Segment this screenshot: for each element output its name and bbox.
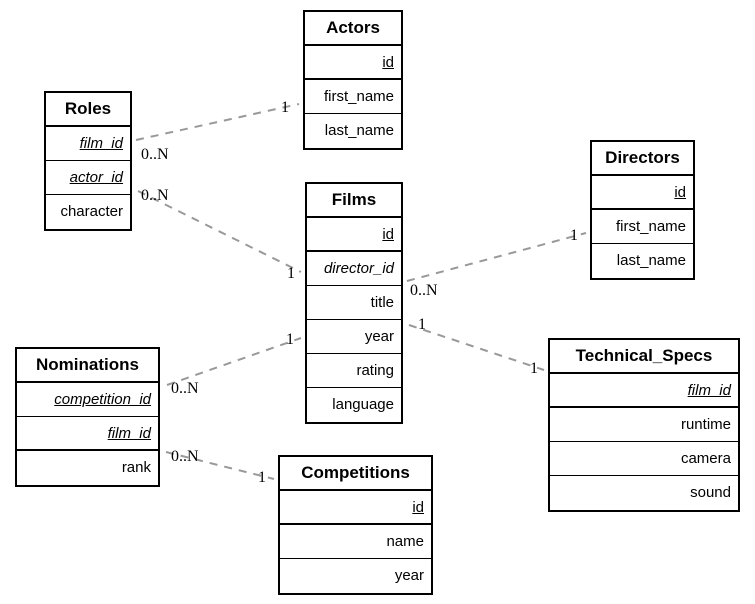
attribute-label: actor_id xyxy=(69,169,123,186)
cardinality-label-films-technical-specs-from: 1 xyxy=(418,316,426,333)
relationship-line-films-directors xyxy=(406,232,587,282)
entity-title-films: Films xyxy=(307,184,401,218)
attribute-label: last_name xyxy=(616,252,686,269)
attribute-label: rating xyxy=(356,362,394,379)
attribute-label: last_name xyxy=(324,122,394,139)
cardinality-label-roles-actors-to: 1 xyxy=(281,99,289,116)
attribute-label: sound xyxy=(690,484,731,501)
attribute-row[interactable]: runtime xyxy=(550,408,738,442)
attribute-label: first_name xyxy=(323,88,394,105)
attribute-row[interactable]: sound xyxy=(550,476,738,510)
attribute-label: film_id xyxy=(687,382,731,399)
attribute-row[interactable]: id xyxy=(280,491,431,525)
entity-competitions[interactable]: Competitions id name year xyxy=(278,455,433,595)
attribute-row[interactable]: last_name xyxy=(305,114,401,148)
attribute-row[interactable]: title xyxy=(307,286,401,320)
attribute-label: director_id xyxy=(323,260,394,277)
entity-title-roles: Roles xyxy=(46,93,130,127)
attribute-label: year xyxy=(364,328,394,345)
attribute-row[interactable]: year xyxy=(280,559,431,593)
attribute-row[interactable]: character xyxy=(46,195,130,229)
attribute-row[interactable]: first_name xyxy=(592,210,693,244)
attribute-row[interactable]: name xyxy=(280,525,431,559)
attribute-row[interactable]: competition_id xyxy=(17,383,158,417)
attribute-label: id xyxy=(382,54,394,71)
cardinality-label-roles-films-to: 1 xyxy=(287,265,295,282)
attribute-label: film_id xyxy=(107,425,151,442)
cardinality-label-nominations-films-from: 0..N xyxy=(171,380,199,397)
entity-directors[interactable]: Directors id first_name last_name xyxy=(590,140,695,280)
relationship-line-nominations-films xyxy=(166,337,302,386)
entity-title-nominations: Nominations xyxy=(17,349,158,383)
entity-title-competitions: Competitions xyxy=(280,457,431,491)
attribute-row[interactable]: camera xyxy=(550,442,738,476)
attribute-label: first_name xyxy=(615,218,686,235)
attribute-row[interactable]: id xyxy=(305,46,401,80)
cardinality-label-films-technical-specs-to: 1 xyxy=(530,360,538,377)
attribute-label: year xyxy=(394,567,424,584)
cardinality-label-films-directors-from: 0..N xyxy=(410,282,438,299)
attribute-label: competition_id xyxy=(54,391,151,408)
attribute-row[interactable]: director_id xyxy=(307,252,401,286)
cardinality-label-roles-actors-from: 0..N xyxy=(141,146,169,163)
attribute-row[interactable]: rank xyxy=(17,451,158,485)
entity-title-technical_specs: Technical_Specs xyxy=(550,340,738,374)
attribute-label: character xyxy=(60,203,123,220)
attribute-label: title xyxy=(370,294,394,311)
attribute-row[interactable]: actor_id xyxy=(46,161,130,195)
attribute-label: id xyxy=(382,226,394,243)
attribute-row[interactable]: id xyxy=(592,176,693,210)
attribute-label: id xyxy=(674,184,686,201)
attribute-row[interactable]: film_id xyxy=(46,127,130,161)
attribute-row[interactable]: film_id xyxy=(17,417,158,451)
entity-title-directors: Directors xyxy=(592,142,693,176)
entity-roles[interactable]: Roles film_id actor_id character xyxy=(44,91,132,231)
entity-actors[interactable]: Actors id first_name last_name xyxy=(303,10,403,150)
attribute-row[interactable]: film_id xyxy=(550,374,738,408)
relationship-line-films-technical-specs xyxy=(408,324,545,371)
cardinality-label-films-directors-to: 1 xyxy=(570,227,578,244)
cardinality-label-nominations-films-to: 1 xyxy=(286,331,294,348)
attribute-label: camera xyxy=(680,450,731,467)
attribute-row[interactable]: last_name xyxy=(592,244,693,278)
attribute-row[interactable]: id xyxy=(307,218,401,252)
attribute-label: runtime xyxy=(680,416,731,433)
attribute-row[interactable]: first_name xyxy=(305,80,401,114)
attribute-row[interactable]: year xyxy=(307,320,401,354)
attribute-row[interactable]: language xyxy=(307,388,401,422)
attribute-row[interactable]: rating xyxy=(307,354,401,388)
attribute-label: rank xyxy=(121,459,151,476)
cardinality-label-nominations-competitions-to: 1 xyxy=(258,469,266,486)
cardinality-label-nominations-competitions-from: 0..N xyxy=(171,448,199,465)
attribute-label: language xyxy=(332,396,394,413)
attribute-label: id xyxy=(412,499,424,516)
entity-title-actors: Actors xyxy=(305,12,401,46)
cardinality-label-roles-films-from: 0..N xyxy=(141,187,169,204)
attribute-label: film_id xyxy=(79,135,123,152)
relationship-line-roles-actors xyxy=(135,103,300,141)
attribute-label: name xyxy=(386,533,424,550)
